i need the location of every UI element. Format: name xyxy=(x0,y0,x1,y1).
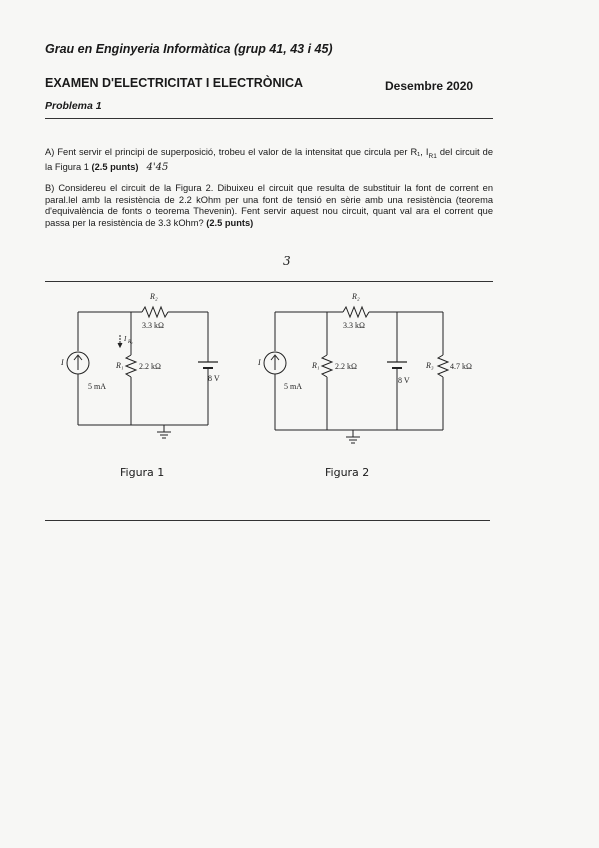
fig2-r3-label: R₃ xyxy=(425,361,434,370)
exam-date: Desembre 2020 xyxy=(385,79,474,93)
fig2-r3-value: 4.7 kΩ xyxy=(450,362,472,371)
fig2-battery-value: 8 V xyxy=(398,376,410,385)
figure-2-circuit xyxy=(263,305,450,444)
part-b-text: B) Considereu el circuit de la Figura 2.… xyxy=(45,183,493,229)
fig2-r1-resistor xyxy=(320,354,334,378)
fig1-r2-label: R₂ xyxy=(149,292,158,301)
fig2-current-label: I xyxy=(257,358,261,367)
fig2-r2-value: 3.3 kΩ xyxy=(343,321,365,330)
figure-2-caption: Figura 2 xyxy=(325,466,370,479)
problem-label: Problema 1 xyxy=(45,100,102,112)
fig1-r2-resistor xyxy=(141,305,169,319)
fig1-r2-value: 3.3 kΩ xyxy=(142,321,164,330)
fig1-source-value: 5 mA xyxy=(88,382,106,391)
part-a-body: A) Fent servir el principi de superposic… xyxy=(45,147,429,157)
fig1-r1-value: 2.2 kΩ xyxy=(139,362,161,371)
figure-1-caption: Figura 1 xyxy=(120,466,165,479)
fig2-r3-resistor xyxy=(436,354,450,378)
fig1-ir1-label: I xyxy=(123,335,127,343)
footer-divider xyxy=(45,520,490,521)
part-a-text: A) Fent servir el principi de superposic… xyxy=(45,147,493,174)
fig2-r2-resistor xyxy=(342,305,370,319)
part-a-handwritten: 4'45 xyxy=(146,162,169,174)
fig1-ir1-sub: R₁ xyxy=(127,340,133,345)
part-a-sub: R1 xyxy=(428,152,437,160)
part-b-points: (2.5 punts) xyxy=(206,217,254,228)
fig1-ir1-arrow-head xyxy=(117,342,123,349)
course-title: Grau en Enginyeria Informàtica (grup 41,… xyxy=(45,42,333,56)
figure-1-circuit xyxy=(66,305,218,439)
exam-title: EXAMEN D'ELECTRICITAT I ELECTRÒNICA xyxy=(45,76,304,90)
fig1-source-arrow-head xyxy=(73,354,83,361)
fig2-source-value: 5 mA xyxy=(284,382,302,391)
part-a-points: (2.5 punts) xyxy=(91,162,139,173)
header-divider xyxy=(45,118,493,119)
fig2-r2-label: R₂ xyxy=(351,292,360,301)
fig1-r1-label: R₁ xyxy=(115,361,124,370)
fig2-source-arrow-head xyxy=(270,354,280,361)
fig2-r1-value: 2.2 kΩ xyxy=(335,362,357,371)
part-a-body-2: del circuit de la Figura 1 xyxy=(45,147,493,173)
section-divider xyxy=(45,281,493,282)
fig1-battery-value: 8 V xyxy=(208,374,220,383)
fig1-r1-resistor xyxy=(124,354,138,378)
part-b-handwritten: 3 xyxy=(283,254,291,268)
part-b-body: B) Considereu el circuit de la Figura 2.… xyxy=(45,183,493,228)
fig2-r1-label: R₁ xyxy=(311,361,320,370)
fig1-current-label: I xyxy=(60,358,64,367)
